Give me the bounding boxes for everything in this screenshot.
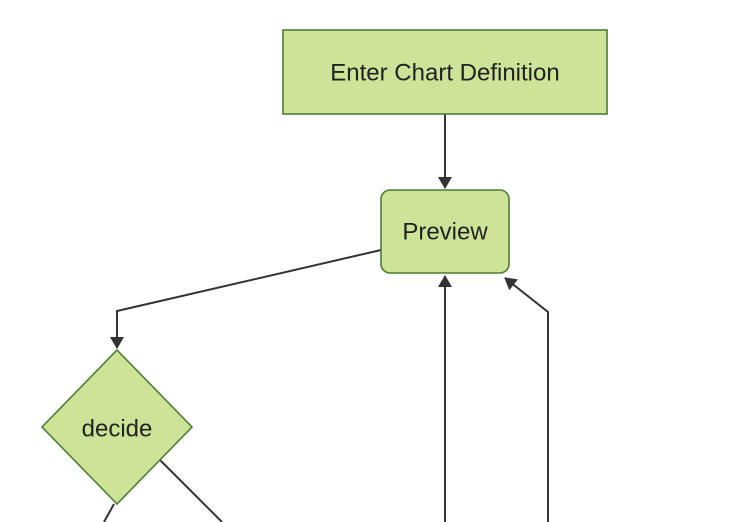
node-enter-chart-definition: Enter Chart Definition [282, 29, 608, 115]
node-preview: Preview [380, 189, 510, 274]
edge-offscreen-bottom-to-preview-corner [504, 277, 549, 522]
node-decide: decide [40, 348, 194, 506]
node-decide-label: decide [82, 415, 153, 442]
node-decide-shape [40, 348, 194, 506]
node-layer: Enter Chart Definition Preview decide [40, 29, 608, 506]
node-preview-label: Preview [402, 218, 488, 245]
node-enter-chart-definition-shape [282, 29, 608, 115]
node-enter-chart-definition-label: Enter Chart Definition [330, 59, 559, 86]
edge-layer [103, 114, 549, 522]
edge-decide-to-offscreen-bottom-right [159, 459, 223, 522]
edge-preview-to-decide [110, 249, 382, 349]
edge-decide-to-offscreen-bottom-left [103, 503, 115, 522]
node-preview-shape [380, 189, 510, 274]
